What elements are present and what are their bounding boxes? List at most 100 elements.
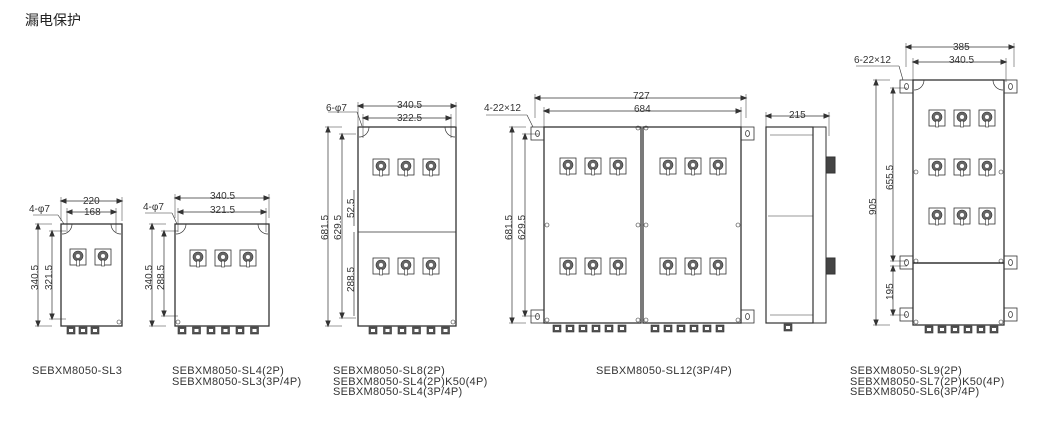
caption-line: SEBXM8050-SL7(2P)K50(4P) [850,375,1005,388]
mounting-hole [1008,311,1013,318]
switch-handle [960,169,964,177]
switch-handle [935,120,939,128]
switch-handle [76,259,80,267]
switch-center [101,254,105,258]
caption-line: SEBXM8050-SL6(3P/4P) [850,386,980,398]
switch-center [716,263,720,267]
switch-center [935,164,939,168]
mounting-hole [1008,259,1013,266]
arrow [339,132,345,320]
dim-holes: 6-φ7 [326,103,347,114]
hinge-corner [992,79,1004,91]
switch-handle [666,168,670,176]
rotary-switch-icon [422,158,440,177]
switch-center [985,164,989,168]
switch-handle [246,260,250,268]
enclosure-body [357,126,457,327]
dim-height-gap: 52.5 [346,198,357,218]
arrow [904,44,1016,50]
bolt-icon [544,222,550,228]
switch-center [76,254,80,258]
bolt-icon [913,169,919,175]
switch-handle [404,169,408,177]
switch-handle [429,268,433,276]
switch-handle [379,169,383,177]
mounting-lug [740,309,755,324]
dim-height-upper: 655.5 [885,165,896,190]
switch-center [379,164,383,168]
rotary-switch-icon [709,257,727,276]
switch-center [985,213,989,217]
dim-width-inner: 321.5 [210,205,235,216]
mounting-hole [904,259,909,266]
bolt-icon [998,169,1004,175]
side-cable-gland-icon [825,156,836,174]
switch-center [960,213,964,217]
hinge-corner [913,79,925,91]
dim-holes: 6-22×12 [854,55,891,66]
caption-line: SEBXM8050-SL3(3P/4P) [172,375,302,388]
switch-handle [716,268,720,276]
bolt-icon [635,125,641,131]
bolt-icon [998,258,1004,264]
rotary-switch-icon [928,207,946,226]
bolt-icon [998,319,1004,325]
cable-gland-detail [568,327,572,330]
rotary-switch-icon [397,257,415,276]
switch-center [566,163,570,167]
cable-gland-detail [581,327,585,330]
caption-line: SEBXM8050-SL4(2P)K50(4P) [333,375,488,388]
bolt-icon [450,319,456,325]
switch-handle [716,168,720,176]
arrow [35,222,41,328]
dim-height-outer: 681.5 [504,215,515,240]
switch-handle [404,268,408,276]
bolt-icon [116,319,122,325]
switch-handle [616,268,620,276]
model-caption: SEBXM8050-SL3 [32,366,122,377]
rotary-switch-icon [69,248,87,267]
switch-center [935,115,939,119]
mounting-lug [1003,255,1018,270]
arrow [509,125,515,325]
rotary-switch-icon [609,257,627,276]
cable-gland-detail [607,327,611,330]
switch-center [616,163,620,167]
bolt-icon [643,222,649,228]
cable-gland-detail [992,328,996,331]
cable-gland-detail [429,329,433,332]
dim-width-outer: 340.5 [210,191,235,202]
model-caption: SEBXM8050-SL12(3P/4P) [596,366,732,377]
switch-handle [985,169,989,177]
rotary-switch-icon [978,207,996,226]
side-view-lid [812,126,827,324]
switch-handle [429,169,433,177]
arrow [873,78,879,327]
cable-gland-detail [692,327,696,330]
cable-gland-detail [69,329,73,332]
arrow [49,229,55,321]
switch-center [196,255,200,259]
switch-handle [666,268,670,276]
dim-depth: 215 [789,110,806,121]
caption-line: SEBXM8050-SL4(2P) [172,365,285,377]
dim-holes: 4-φ7 [29,204,50,215]
rotary-switch-icon [659,257,677,276]
cable-gland-detail [940,328,944,331]
dim-holes: 4-φ7 [143,202,164,213]
switch-handle [985,218,989,226]
arrow [325,125,331,328]
cable-gland-detail [414,329,419,332]
switch-center [960,115,964,119]
bolt-icon [643,317,649,323]
bolt-icon [544,317,550,323]
rotary-switch-icon [928,158,946,177]
rotary-switch-icon [397,158,415,177]
arrow [522,132,528,318]
leader-line [526,114,534,128]
mounting-hole [1008,83,1013,90]
switch-center [985,115,989,119]
model-caption: SEBXM8050-SL8(2P) SEBXM8050-SL4(2P)K50(4… [333,366,488,398]
enclosure-body [543,126,642,324]
